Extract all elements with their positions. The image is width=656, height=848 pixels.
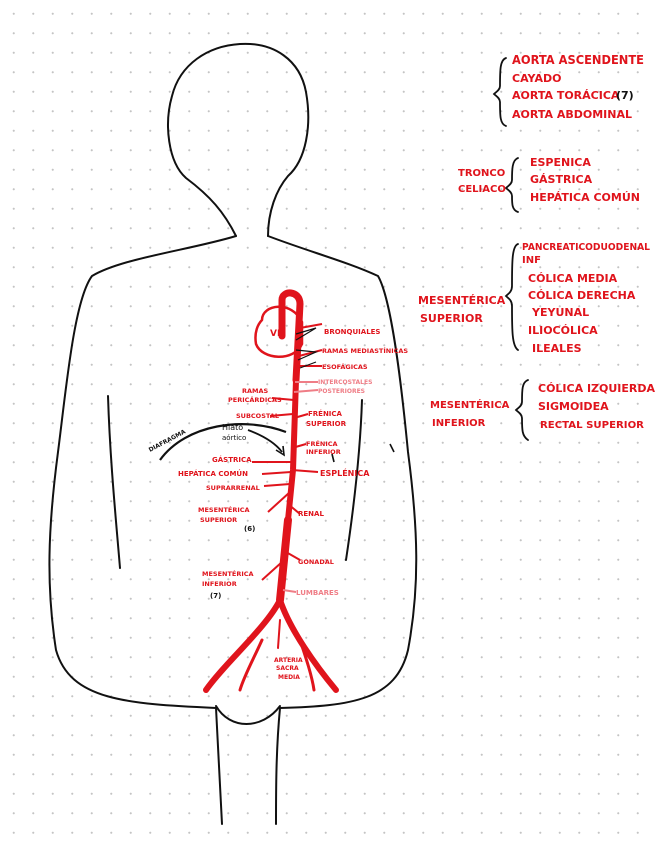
label-intercostales-2: POSTERIORES (318, 388, 365, 395)
label-mes-sup-2: SUPERIOR (200, 516, 237, 524)
label-pericardicas-2: PERICÁRDICAS (228, 395, 282, 404)
label-hiato-1: Hiato (222, 423, 243, 432)
label-heart: VI (270, 329, 280, 339)
tronco-celiaco-group: TRONCO CELIACO ESPENICA GÁSTRICA HEPÁTIC… (458, 156, 640, 204)
mes-sup-title-2: SUPERIOR (420, 312, 483, 325)
bracket-mes-inf (516, 380, 528, 440)
mes-inf-branch-1: CÓLICA IZQUIERDA (538, 382, 656, 395)
mes-inf-title-1: MESENTÉRICA (430, 398, 510, 411)
branch-bronquiales (300, 324, 322, 328)
label-hiato-2: aórtico (222, 434, 246, 442)
tronco-branch-2: GÁSTRICA (530, 173, 593, 186)
label-gastrica: GÁSTRICA (212, 455, 252, 464)
aorta-key: AORTA ASCENDENTE CAYADO AORTA TORÁCICA (… (512, 53, 644, 121)
bracket-tronco (506, 158, 518, 212)
label-suprarrenal: SUPRARRENAL (206, 484, 260, 492)
mes-sup-branch-7: ILEALES (532, 342, 582, 355)
key-cayado: CAYADO (512, 72, 561, 85)
label-sacra-1: ARTERIA (274, 657, 303, 664)
key-toracica-num: (7) (616, 89, 634, 102)
crotch (216, 706, 280, 724)
mes-sup-branch-4: CÓLICA DERECHA (528, 289, 636, 302)
tronco-title-2: CELIACO (458, 184, 506, 195)
mesenterica-inferior-group: MESENTÉRICA INFERIOR CÓLICA IZQUIERDA SI… (430, 382, 656, 431)
bracket-aorta (494, 58, 506, 126)
sacral-branch (278, 620, 280, 648)
label-mes-sup-1: MESENTÉRICA (198, 505, 250, 514)
mesenterica-superior-group: MESENTÉRICA SUPERIOR PANCREATICODUODENAL… (418, 242, 651, 355)
thoracic-aorta (288, 380, 296, 520)
mes-sup-branch-2: INF (522, 255, 541, 266)
label-hepatica: HEPÁTICA COMÚN (178, 469, 248, 478)
label-subcostal: SUBCOSTAL (236, 412, 279, 420)
tronco-branch-1: ESPENICA (530, 156, 591, 169)
label-frenica-inf-1: FRÉNICA (306, 439, 338, 448)
tronco-title-1: TRONCO (458, 168, 505, 179)
mes-sup-branch-6: ILIOCÓLICA (528, 324, 598, 337)
label-renal: RENAL (298, 510, 324, 518)
mes-sup-branch-1: PANCREATICODUODENAL (522, 242, 651, 253)
label-mes-inf-1: MESENTÉRICA (202, 569, 254, 578)
mes-inf-branch-3: RECTAL SUPERIOR (540, 420, 644, 431)
aortic-arch (282, 293, 300, 380)
label-intercostales-1: INTERCOSTALES (318, 379, 372, 386)
label-mes-inf-2: INFERIOR (202, 580, 237, 588)
label-frenica-sup-1: FRÉNICA (308, 409, 343, 418)
label-pericardicas-1: RAMAS (242, 387, 269, 395)
label-sacra-2: SACRA (276, 665, 299, 672)
mes-sup-branch-3: CÓLICA MEDIA (528, 272, 618, 285)
label-frenica-inf-2: INFERIOR (306, 448, 341, 456)
label-esplenica: ESPLÉNICA (320, 467, 370, 478)
iliac-left (206, 600, 280, 690)
label-frenica-sup-2: SUPERIOR (306, 420, 347, 428)
abdominal-aorta (280, 520, 288, 600)
key-aorta-toracica: AORTA TORÁCICA (512, 89, 620, 102)
mes-inf-branch-2: SIGMOIDEA (538, 400, 609, 413)
key-aorta-ascendente: AORTA ASCENDENTE (512, 53, 644, 67)
label-sacra-3: MEDIA (278, 674, 300, 681)
key-aorta-abdominal: AORTA ABDOMINAL (512, 108, 632, 121)
diaphragm-arrow (248, 430, 282, 452)
left-arm-inner (108, 396, 120, 568)
mes-sup-branch-5: YEYUNAL (531, 306, 589, 319)
branch-hepatica (262, 472, 291, 474)
label-mes-inf-num: (7) (210, 592, 221, 600)
label-gonadal: GONADAL (298, 558, 334, 566)
label-mes-sup-num: (6) (244, 525, 255, 533)
torso-left-outline (49, 236, 236, 824)
label-bronquiales: BRONQUIALES (324, 328, 380, 336)
mes-inf-title-2: INFERIOR (432, 418, 486, 429)
right-arm-inner (346, 400, 362, 560)
bracket-mes-sup (506, 244, 518, 350)
branch-lumbares (283, 590, 296, 592)
head-outline (168, 44, 308, 236)
label-esofagicas: ESOFÁGICAS (322, 362, 368, 371)
label-lumbares: LUMBARES (296, 589, 339, 597)
branch-esplenica (292, 470, 318, 472)
mes-sup-title-1: MESENTÉRICA (418, 294, 506, 307)
mark-right (390, 444, 394, 452)
tronco-branch-3: HEPÁTICA COMÚN (530, 191, 640, 204)
branch-suprarrenal (264, 484, 290, 486)
label-mediastinicas: RAMAS MEDIASTÍNICAS (322, 346, 408, 355)
diagram-labels: VI BRONQUIALES RAMAS MEDIASTÍNICAS ESOFÁ… (148, 328, 409, 681)
